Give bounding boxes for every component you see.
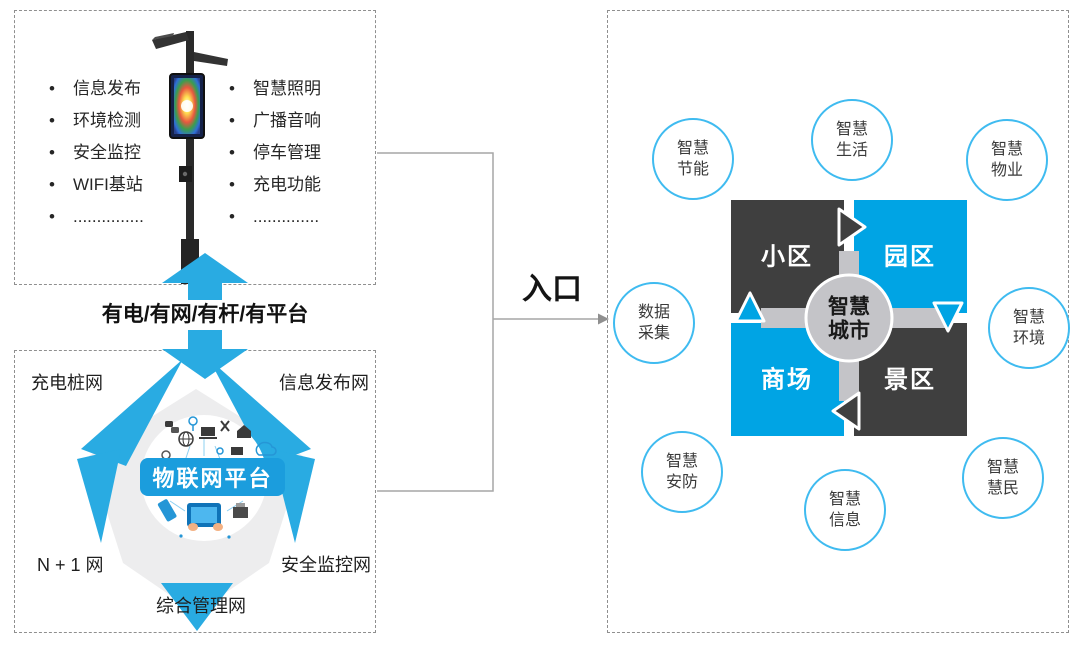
feature-item: 信息发布 [49, 73, 144, 105]
lamp-arm-left [152, 32, 189, 49]
iot-network-panel: 充电桩网 信息发布网 N + 1 网 安全监控网 综合管理网 物联网平台 [14, 350, 376, 633]
feature-item: 停车管理 [229, 137, 321, 169]
pin-icon [216, 447, 224, 455]
lamp-arm-right [194, 52, 228, 66]
connector-bracket [377, 152, 494, 492]
chevron-scenic-to-mall [831, 391, 861, 431]
circle-smart-security: 智慧 安防 [641, 431, 723, 513]
circle-smart-citizen: 智慧 慧民 [962, 437, 1044, 519]
circle-label: 智慧 [828, 491, 861, 508]
chat-bubble-icon [165, 421, 173, 427]
cloud-icon [255, 441, 277, 456]
connector-arrowhead [598, 313, 609, 325]
circle-smart-property: 智慧 物业 [966, 119, 1048, 201]
label-info-publishing-network: 信息发布网 [279, 373, 369, 393]
smart-pole-panel: 信息发布 环境检测 安全监控 WIFI基站 ............... 智慧… [14, 10, 376, 285]
circle-label: 智慧 [986, 459, 1019, 476]
feature-item: 智慧照明 [229, 73, 321, 105]
printer-icon [233, 507, 248, 518]
pole-platform-caption: 有电/有网/有杆/有平台 [92, 300, 318, 330]
feature-item: ............... [49, 201, 144, 233]
smart-city-puzzle: 小区 园区 商场 景区 智慧 城市 [731, 200, 967, 436]
screen-starburst [181, 100, 193, 112]
circle-label: 节能 [676, 161, 709, 178]
chevron-park-to-scenic [932, 301, 964, 333]
iot-platform-badge: 物联网平台 [140, 458, 285, 496]
label-charging-network: 充电桩网 [31, 373, 103, 393]
circle-label: 安防 [665, 474, 698, 491]
pole-shaft [186, 31, 194, 284]
block-scenic-label: 景区 [884, 367, 936, 394]
chat-bubble-icon [171, 427, 179, 433]
label-security-monitoring-network: 安全监控网 [281, 555, 371, 575]
pentagon-arrow-top-left [81, 359, 183, 466]
hand-left [188, 523, 198, 531]
label-integrated-management-network: 综合管理网 [156, 596, 246, 616]
chevron-community-to-park [837, 207, 867, 247]
smart-pole-illustration [152, 31, 228, 284]
circle-label: 慧民 [986, 480, 1019, 497]
label-n-plus-1-network: N + 1 网 [37, 555, 104, 575]
circle-label: 物业 [990, 162, 1023, 179]
circle-label: 智慧 [990, 141, 1023, 158]
pentagon-arrow-bottom [161, 583, 233, 631]
entry-connector [377, 152, 609, 492]
feature-item: WIFI基站 [49, 169, 144, 201]
pentagon-arrow-left [77, 449, 121, 543]
smart-city-panel: 小区 园区 商场 景区 智慧 城市 智慧 节能 智慧 生活 智慧 物业 数据 采… [607, 10, 1070, 633]
house-icon [237, 425, 251, 438]
feature-item: 安全监控 [49, 137, 144, 169]
circle-smart-life: 智慧 生活 [811, 99, 893, 181]
center-label-line2: 城市 [828, 319, 870, 343]
block-community-label: 小区 [761, 244, 813, 271]
circle-label: 环境 [1012, 330, 1045, 347]
chevron-mall-to-community [734, 291, 766, 323]
smart-city-center-circle [804, 273, 894, 363]
circle-label: 信息 [828, 512, 861, 529]
circle-smart-information: 智慧 信息 [804, 469, 886, 551]
circle-label: 生活 [835, 142, 868, 159]
pole-feature-list-left: 信息发布 环境检测 安全监控 WIFI基站 ............... [49, 73, 144, 233]
block-mall-label: 商场 [761, 366, 813, 394]
circle-label: 智慧 [1012, 309, 1045, 326]
circle-label: 智慧 [665, 453, 698, 470]
entry-label: 入口 [522, 273, 582, 306]
laptop-icon [201, 427, 215, 436]
feature-item: 充电功能 [229, 169, 321, 201]
iot-icons [157, 416, 277, 539]
feature-item: 环境检测 [49, 105, 144, 137]
circle-label: 智慧 [676, 140, 709, 157]
feature-item: 广播音响 [229, 105, 321, 137]
feature-item: .............. [229, 201, 321, 233]
smartphone-icon [157, 499, 177, 522]
block-park-label: 园区 [884, 244, 936, 271]
circle-smart-energy-saving: 智慧 节能 [652, 118, 734, 200]
circle-data-collection: 数据 采集 [613, 282, 695, 364]
monitor-icon [231, 447, 243, 455]
circle-label: 采集 [637, 325, 670, 342]
center-label-line1: 智慧 [828, 295, 870, 319]
hand-right [213, 523, 223, 531]
circle-smart-environment: 智慧 环境 [988, 287, 1070, 369]
pentagon-arrow-top-right [209, 359, 311, 466]
pole-feature-list-right: 智慧照明 广播音响 停车管理 充电功能 .............. [229, 73, 321, 233]
circle-label: 数据 [637, 304, 670, 321]
circle-label: 智慧 [835, 121, 868, 138]
lamp-head-left [152, 33, 174, 40]
